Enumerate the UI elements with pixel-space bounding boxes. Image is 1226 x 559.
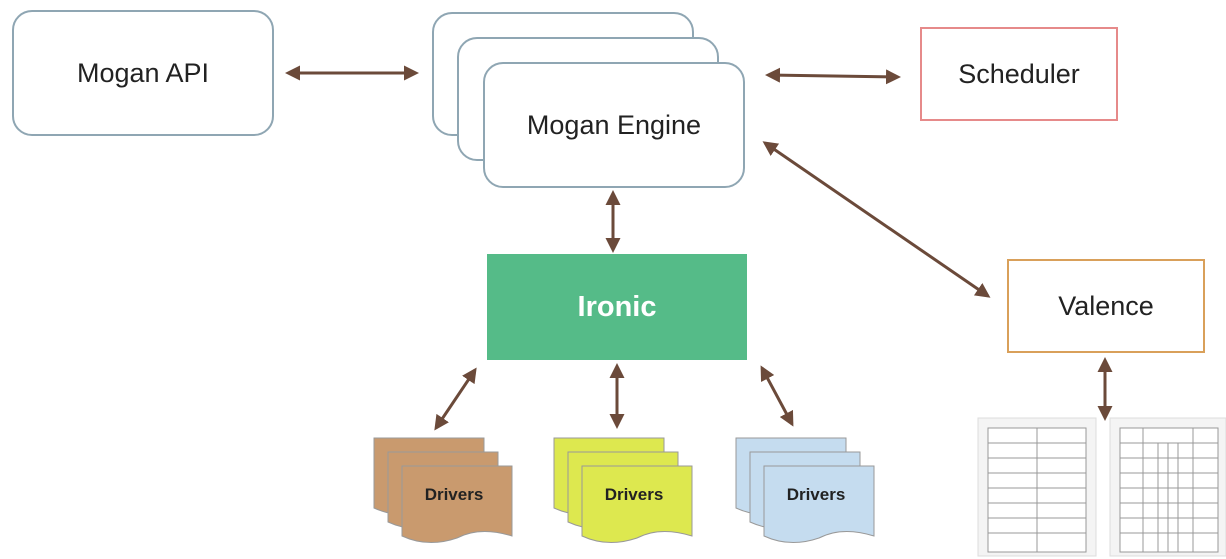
drivers-label-brown: Drivers bbox=[425, 485, 484, 504]
arrow-engine-valence bbox=[762, 141, 991, 298]
drivers-label-yellow: Drivers bbox=[605, 485, 664, 504]
valence-label: Valence bbox=[1058, 290, 1154, 321]
drivers-stack-blue: Drivers bbox=[735, 437, 875, 543]
drivers-label-blue: Drivers bbox=[787, 485, 846, 504]
arrow-ironic-drivers-right bbox=[760, 365, 794, 427]
scheduler-label: Scheduler bbox=[958, 58, 1080, 89]
scheduler-box: Scheduler bbox=[920, 27, 1118, 121]
arrow-engine-scheduler bbox=[765, 67, 901, 85]
ironic-box: Ironic bbox=[487, 254, 747, 360]
mogan-engine-box: Mogan Engine bbox=[483, 62, 745, 188]
valence-table-left bbox=[977, 417, 1097, 557]
mogan-api-label: Mogan API bbox=[76, 57, 210, 88]
valence-box: Valence bbox=[1007, 259, 1205, 353]
drivers-stack-brown: Drivers bbox=[373, 437, 513, 543]
mogan-api-box: Mogan API bbox=[12, 10, 274, 136]
mogan-engine-label: Mogan Engine bbox=[526, 109, 702, 140]
ironic-label: Ironic bbox=[577, 290, 657, 323]
valence-table-right bbox=[1109, 417, 1226, 557]
drivers-stack-yellow: Drivers bbox=[553, 437, 693, 543]
arrow-ironic-drivers-left bbox=[434, 367, 477, 431]
